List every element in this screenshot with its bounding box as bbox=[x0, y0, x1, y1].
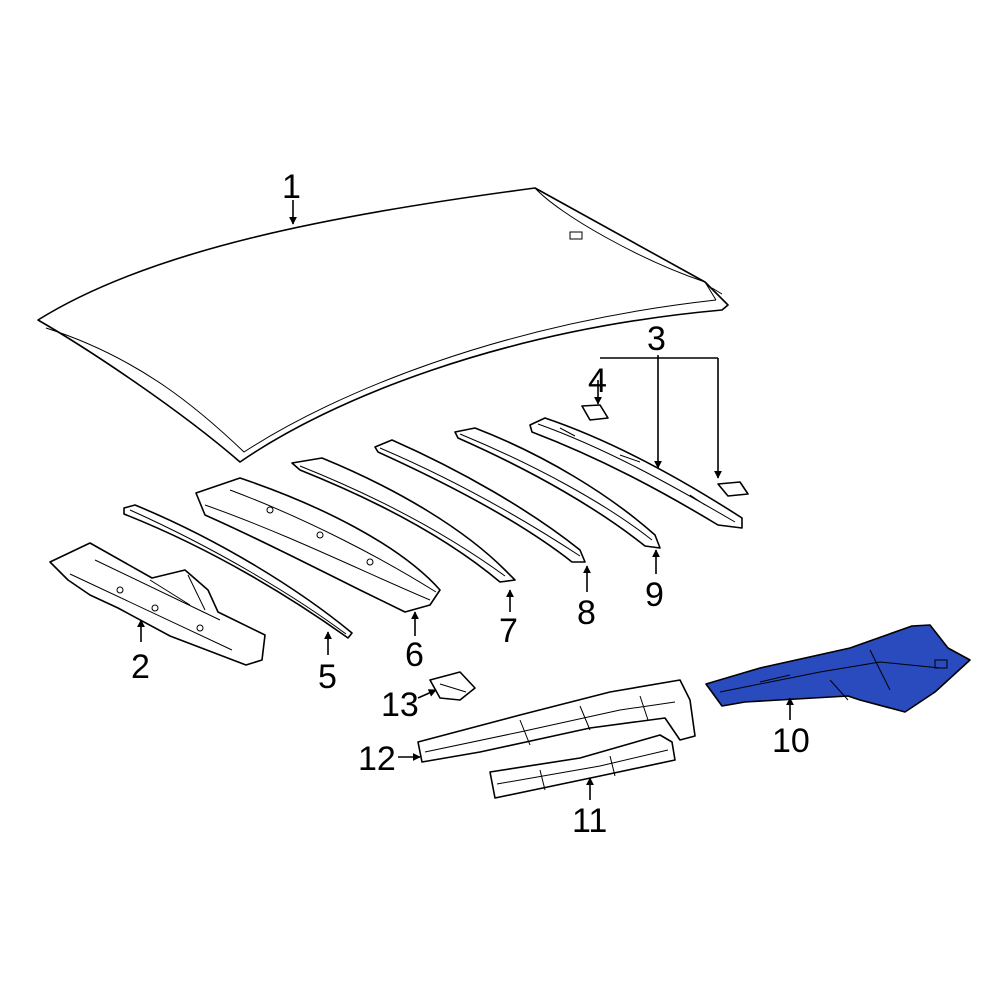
callout-8: 8 bbox=[577, 565, 596, 632]
part-2-front-header[interactable] bbox=[49, 542, 266, 666]
callout-label-5: 5 bbox=[318, 658, 337, 696]
part-5-roof-bow[interactable] bbox=[123, 504, 353, 639]
callout-5: 5 bbox=[318, 631, 337, 696]
callout-9: 9 bbox=[645, 549, 664, 614]
callout-label-13: 13 bbox=[381, 686, 419, 724]
callout-13: 13 bbox=[381, 686, 437, 724]
callout-label-3: 3 bbox=[647, 320, 666, 358]
callout-6: 6 bbox=[405, 611, 424, 674]
part-12-roof-side-rail[interactable] bbox=[417, 679, 696, 763]
part-11-inner-side-rail[interactable] bbox=[489, 734, 676, 799]
part-13-bracket[interactable] bbox=[429, 671, 476, 701]
callout-label-11: 11 bbox=[572, 802, 607, 840]
callout-10: 10 bbox=[772, 697, 810, 760]
callout-11: 11 bbox=[572, 777, 607, 840]
callout-label-9: 9 bbox=[645, 576, 664, 614]
part-9-roof-bow[interactable] bbox=[454, 427, 661, 549]
callout-12: 12 bbox=[358, 740, 421, 778]
part-8-roof-bow[interactable] bbox=[374, 439, 586, 563]
callout-label-12: 12 bbox=[358, 740, 396, 778]
callout-2: 2 bbox=[131, 619, 150, 686]
callout-label-8: 8 bbox=[577, 594, 596, 632]
callout-label-4: 4 bbox=[588, 362, 607, 400]
part-4-bracket[interactable] bbox=[581, 404, 609, 421]
callout-1: 1 bbox=[282, 168, 301, 225]
part-7-roof-bow[interactable] bbox=[291, 457, 516, 583]
callout-3: 3 bbox=[600, 320, 722, 479]
part-6-roof-bow-panel[interactable] bbox=[195, 477, 441, 613]
callout-label-7: 7 bbox=[499, 612, 518, 650]
part-3-clip[interactable] bbox=[717, 481, 749, 497]
part-1-roof-panel[interactable] bbox=[37, 187, 729, 463]
callout-label-10: 10 bbox=[772, 722, 810, 760]
callout-label-6: 6 bbox=[405, 636, 424, 674]
callout-label-1: 1 bbox=[282, 168, 301, 206]
callout-7: 7 bbox=[499, 589, 518, 650]
part-10-rear-side-rail[interactable] bbox=[705, 624, 971, 713]
callout-4: 4 bbox=[588, 362, 607, 405]
callout-label-2: 2 bbox=[131, 648, 150, 686]
part-3-rear-roof-bow[interactable] bbox=[529, 417, 743, 529]
